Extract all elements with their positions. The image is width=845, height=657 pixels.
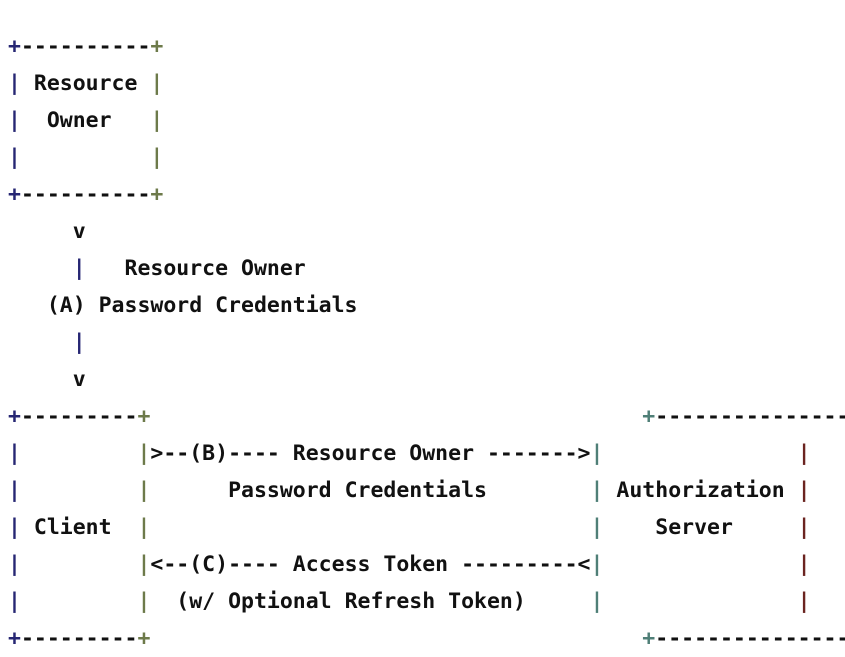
glyph-run [21,441,138,466]
glyph-run: Password Credentials [150,477,591,503]
glyph-run: | [590,514,604,540]
glyph-run [21,478,138,503]
glyph-run: ---------- [20,181,151,207]
ascii-diagram-canvas: +----------+| Resource || Owner || |+---… [8,33,845,651]
glyph-run: | [8,144,21,170]
glyph-run: | [797,440,811,466]
glyph-run: | [137,588,151,614]
glyph-run: | [137,514,151,540]
glyph-run: (A) Password Credentials [8,292,358,318]
ascii-art-block: +----------+| Resource || Owner || |+---… [8,28,845,657]
glyph-run: | [137,551,151,577]
flow-b-line-1: | |>--(B)---- Resource Owner ------->| | [8,435,845,472]
ro-label-2: | Owner | [8,102,845,139]
glyph-run: + [137,625,151,651]
glyph-run: + [642,403,656,429]
glyph-run: + [150,33,164,59]
glyph-run: | [8,551,21,577]
ro-label-1: | Resource | [8,65,845,102]
glyph-run: | [137,477,151,503]
glyph-run: | [8,107,21,133]
glyph-run: v [8,218,86,244]
glyph-run [603,441,797,466]
arrow-a-head: v [8,213,845,250]
glyph-run [150,404,642,429]
client-label: | Client | | Server | [8,509,845,546]
glyph-run: + [150,181,164,207]
glyph-run [8,330,73,355]
glyph-run: | [8,477,21,503]
glyph-run: Owner [20,107,151,133]
glyph-run: + [8,403,21,429]
glyph-run: + [642,625,656,651]
glyph-run: Authorization [603,477,798,503]
glyph-run: | [150,107,164,133]
flow-b-line-2: | | Password Credentials | Authorization… [8,472,845,509]
glyph-run: | [797,514,811,540]
glyph-run [150,515,590,540]
glyph-run: | [137,440,151,466]
glyph-run: | [150,70,164,96]
glyph-run: | [8,440,21,466]
glyph-run: | [590,551,604,577]
glyph-run: | [8,70,21,96]
glyph-run: --------- [20,625,138,651]
ro-box-top: +----------+ [8,28,845,65]
glyph-run: Client [20,514,138,540]
glyph-run: | [8,588,21,614]
flow-a-line-3: | [8,324,845,361]
glyph-run: + [8,33,21,59]
glyph-run: | [797,477,811,503]
lower-box-top: +---------+ +---------------+ [8,398,845,435]
glyph-run: + [137,403,151,429]
glyph-run: | [797,588,811,614]
glyph-run: (w/ Optional Refresh Token) [150,588,591,614]
glyph-run: | [150,144,164,170]
glyph-run: v [8,366,86,392]
glyph-run: --------- [20,403,138,429]
glyph-run: | [797,551,811,577]
arrow-a-tail: v [8,361,845,398]
glyph-run [603,552,797,577]
glyph-run [21,589,138,614]
glyph-run: --------------- [655,403,845,429]
glyph-run: | [72,329,86,355]
flow-a-line-2: (A) Password Credentials [8,287,845,324]
flow-c-line-2: | | (w/ Optional Refresh Token) | | [8,583,845,620]
ro-box-bottom: +----------+ [8,176,845,213]
ro-box-filler: | | [8,139,845,176]
glyph-run: + [8,181,21,207]
glyph-run: Resource Owner [85,255,306,281]
glyph-run: | [72,255,86,281]
glyph-run: + [8,625,21,651]
glyph-run [21,552,138,577]
glyph-run: | [590,477,604,503]
glyph-run: | [8,514,21,540]
glyph-run [150,626,642,651]
glyph-run [8,256,73,281]
glyph-run [603,589,797,614]
glyph-run [21,145,150,170]
glyph-run: --------------- [655,625,845,651]
glyph-run: <--(C)---- Access Token ---------< [150,551,591,577]
flow-c-line-1: | |<--(C)---- Access Token ---------<| | [8,546,845,583]
lower-box-bottom: +---------+ +---------------+ [8,620,845,657]
glyph-run: >--(B)---- Resource Owner -------> [150,440,591,466]
flow-a-line-1: | Resource Owner [8,250,845,287]
glyph-run: Server [603,514,798,540]
glyph-run: Resource [20,70,151,96]
glyph-run: | [590,440,604,466]
glyph-run: ---------- [20,33,151,59]
glyph-run: | [590,588,604,614]
